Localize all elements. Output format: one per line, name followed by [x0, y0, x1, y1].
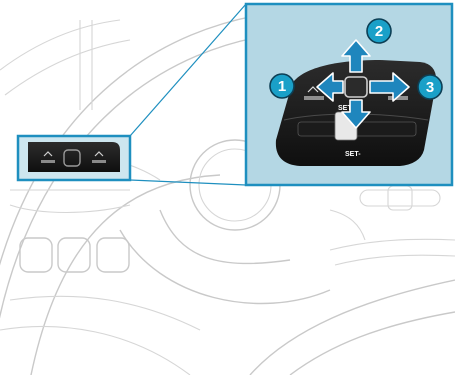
callout-2-number: 2 [375, 23, 383, 40]
callout-1-number: 1 [278, 78, 286, 95]
callout-2: 2 [367, 19, 391, 43]
set-minus-label: SET- [345, 151, 361, 158]
callout-3: 3 [418, 75, 442, 99]
callout-3-number: 3 [426, 79, 434, 96]
detail-inset: SET+ SET- 1 2 3 [246, 4, 452, 185]
callout-1: 1 [270, 74, 294, 98]
leader-lines [130, 4, 246, 185]
highlighted-control-group [18, 136, 130, 180]
